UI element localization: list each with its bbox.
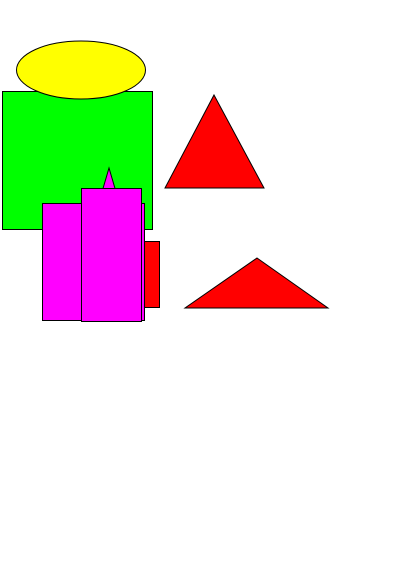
red-triangle-lower [183,257,330,309]
magenta-rectangle-tall [81,188,142,322]
yellow-ellipse [16,40,146,100]
red-triangle-upper [164,93,265,189]
